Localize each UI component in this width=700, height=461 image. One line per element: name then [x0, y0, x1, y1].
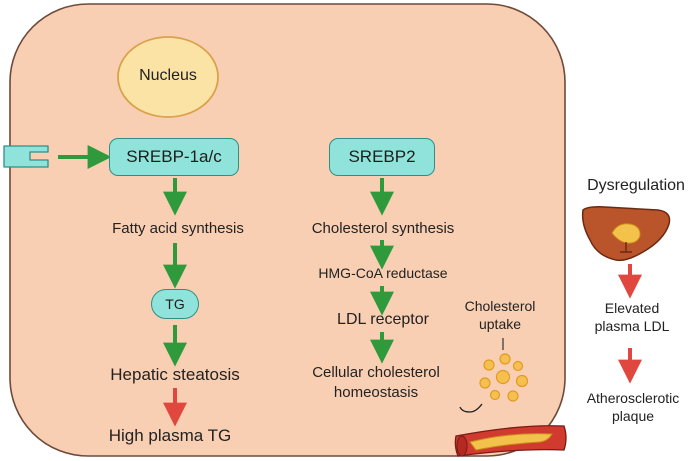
cholesterol-uptake-line1: Cholesterol: [464, 298, 536, 314]
cellular-cholesterol-label: Cellular cholesterol: [312, 364, 440, 381]
hepatic-steatosis-label: Hepatic steatosis: [110, 365, 240, 384]
membrane-receptor-icon: [3, 145, 49, 168]
atherosclerotic-label: Atherosclerotic: [586, 390, 680, 406]
homeostasis-label: homeostasis: [333, 384, 419, 401]
elevated-label: Elevated: [604, 300, 660, 316]
liver-icon: [581, 206, 671, 262]
nucleus-label: Nucleus: [139, 67, 197, 84]
high-plasma-tg-label: High plasma TG: [108, 426, 232, 445]
blood-vessel-icon: [454, 425, 567, 457]
cholesterol-uptake-line2: uptake: [478, 316, 522, 332]
srebp1-label: SREBP-1a/c: [126, 147, 222, 166]
srebp2-box: SREBP2: [329, 138, 435, 176]
hmg-coa-reductase-label: HMG-CoA reductase: [318, 265, 448, 281]
fatty-acid-synthesis-label: Fatty acid synthesis: [112, 220, 244, 237]
ldl-receptor-label: LDL receptor: [337, 311, 429, 328]
cholesterol-synthesis-label: Cholesterol synthesis: [311, 220, 455, 237]
hepatocyte-cell: [9, 3, 566, 457]
nucleus-shape: [117, 36, 219, 118]
srebp2-label: SREBP2: [348, 147, 416, 166]
plasma-ldl-label: plasma LDL: [594, 318, 670, 334]
plaque-label: plaque: [611, 408, 655, 424]
srebp1-box: SREBP-1a/c: [109, 138, 239, 176]
tg-oval: TG: [151, 289, 199, 319]
squiggle-icon: [459, 403, 483, 413]
dysregulation-title: Dysregulation: [587, 177, 685, 194]
cholesterol-particles-icon: [479, 353, 529, 402]
tg-label: TG: [165, 296, 185, 312]
